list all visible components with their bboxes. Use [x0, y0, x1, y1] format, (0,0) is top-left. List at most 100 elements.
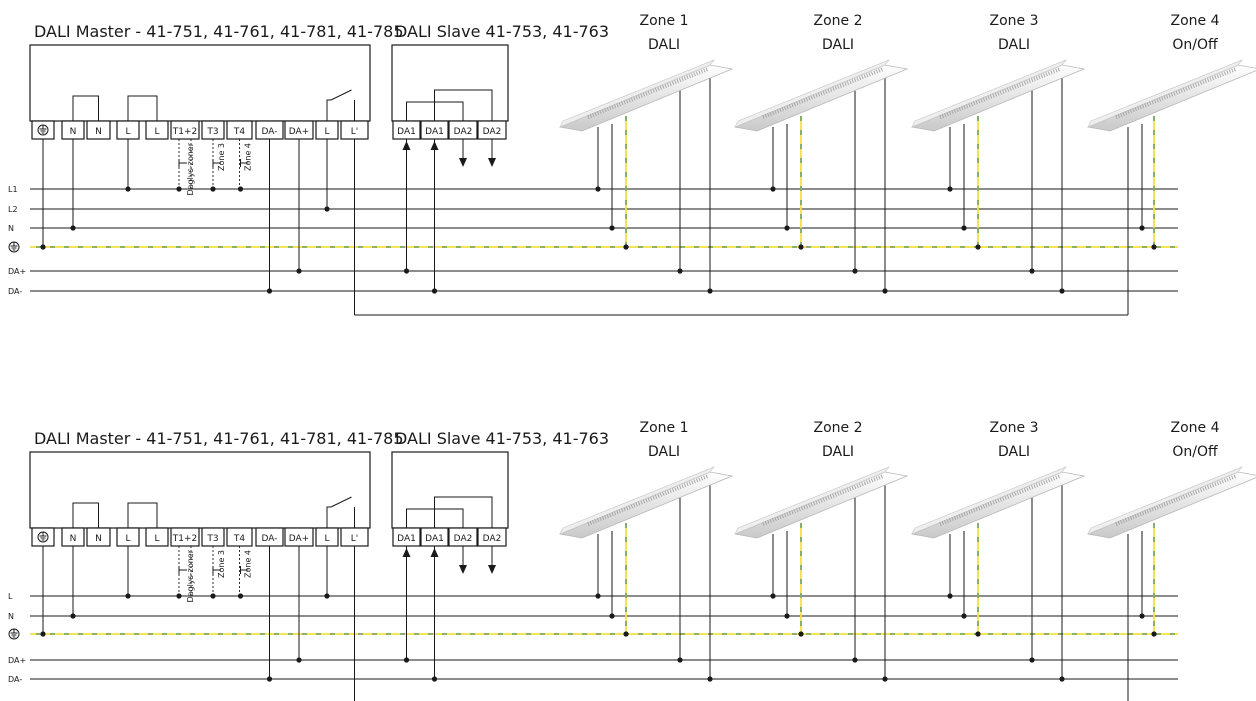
slave-title: DALI Slave 41-753, 41-763 — [395, 429, 609, 448]
arrow-down-icon — [459, 158, 467, 167]
junction-dot — [1151, 244, 1157, 250]
master-unit — [29, 44, 371, 122]
zone-title: Zone 2 — [814, 13, 863, 29]
junction-dot — [947, 186, 953, 192]
terminal — [86, 120, 111, 140]
luminaire-icon — [733, 59, 909, 132]
bus-label: DA- — [8, 675, 22, 684]
zone-type: On/Off — [1172, 444, 1218, 460]
luminaire-icon — [1086, 59, 1256, 132]
bridge-l — [127, 95, 158, 121]
terminal-label: DA1 — [425, 127, 444, 137]
terminal-label: DA1 — [397, 127, 416, 137]
luminaire-icon — [910, 59, 1086, 132]
terminal-label: T4 — [233, 534, 245, 544]
terminal-label: T1+2 — [172, 127, 198, 137]
junction-dot — [770, 593, 776, 599]
junction-dot — [40, 631, 46, 637]
terminal — [145, 527, 169, 547]
junction-dot — [798, 631, 804, 637]
zone-type: DALI — [998, 37, 1030, 53]
bus-label: DA+ — [8, 267, 26, 276]
zone-title: Zone 1 — [640, 13, 689, 29]
master-title: DALI Master - 41-751, 41-761, 41-781, 41… — [34, 22, 404, 41]
bus-label: N — [8, 612, 14, 621]
relay-contact — [330, 89, 352, 101]
zone-title: Zone 4 — [1171, 420, 1220, 436]
zone-title: Zone 3 — [990, 420, 1039, 436]
luminaire-body — [733, 64, 909, 132]
arrow-up-icon — [402, 141, 411, 150]
arrow-down-icon — [488, 565, 496, 574]
junction-dot — [296, 268, 302, 274]
luminaire-body — [910, 64, 1086, 132]
junction-dot — [947, 593, 953, 599]
bus-label: N — [8, 224, 14, 233]
junction-dot — [784, 225, 790, 231]
bus-label: DA- — [8, 287, 22, 296]
terminal — [170, 527, 200, 547]
master-unit — [29, 451, 371, 529]
luminaire-body — [558, 471, 734, 539]
terminal — [145, 120, 169, 140]
luminaire-icon — [1086, 466, 1256, 539]
terminal-label: DA1 — [397, 534, 416, 544]
junction-dot — [609, 613, 615, 619]
zone-title: Zone 3 — [990, 13, 1039, 29]
luminaire-louvre — [762, 67, 884, 119]
bridge-l — [127, 502, 158, 528]
luminaire-louvre — [939, 474, 1061, 526]
luminaire-edge — [559, 59, 715, 128]
junction-dot — [882, 676, 888, 682]
relay-wire — [326, 506, 331, 528]
terminal-label: DA+ — [289, 127, 309, 137]
luminaire-edge — [734, 59, 890, 128]
luminaire-louvre — [939, 67, 1061, 119]
luminaire-edge — [1087, 59, 1243, 128]
junction-dot — [1151, 631, 1157, 637]
luminaire-edge — [911, 466, 1067, 535]
zone-type: DALI — [822, 444, 854, 460]
relay-wire — [326, 99, 331, 121]
zone-title: Zone 4 — [1171, 13, 1220, 29]
terminal-label: L — [125, 127, 130, 137]
luminaire-icon — [558, 466, 734, 539]
junction-dot — [324, 206, 330, 212]
terminal-label: N — [70, 127, 77, 137]
junction-dot — [623, 631, 629, 637]
zone4-sensor-label: Zone 4 — [244, 550, 253, 578]
terminal-label: N — [70, 534, 77, 544]
junction-dot — [798, 244, 804, 250]
master-title: DALI Master - 41-751, 41-761, 41-781, 41… — [34, 429, 404, 448]
luminaire-edge — [911, 59, 1067, 128]
zone-4: Zone 4On/Off — [1086, 13, 1256, 315]
junction-dot — [125, 186, 131, 192]
luminaire-body — [1086, 471, 1256, 539]
junction-dot — [70, 225, 76, 231]
junction-dot — [677, 268, 683, 274]
zone-4: Zone 4 On/Off — [1086, 420, 1256, 701]
relay-contact — [330, 496, 352, 508]
terminal-label: L' — [351, 127, 359, 137]
zone-type: DALI — [998, 444, 1030, 460]
terminal-label: DA2 — [483, 127, 502, 137]
terminal — [31, 120, 55, 140]
slave-unit — [391, 451, 509, 529]
junction-dot — [975, 244, 981, 250]
junction-dot — [784, 613, 790, 619]
terminal-label: L — [154, 127, 159, 137]
junction-dot — [975, 631, 981, 637]
earth-icon — [37, 124, 49, 136]
terminal-label: DA2 — [454, 534, 473, 544]
terminal-label: DA2 — [454, 127, 473, 137]
terminal-label: DA2 — [483, 534, 502, 544]
terminal-label: DA- — [262, 127, 278, 137]
luminaire-body — [1086, 64, 1256, 132]
luminaire-body — [733, 471, 909, 539]
junction-dot — [595, 593, 601, 599]
diagram-2: DALI Master - 41-751, 41-761, 41-781, 41… — [8, 420, 1256, 701]
bus-label: L — [8, 592, 13, 601]
